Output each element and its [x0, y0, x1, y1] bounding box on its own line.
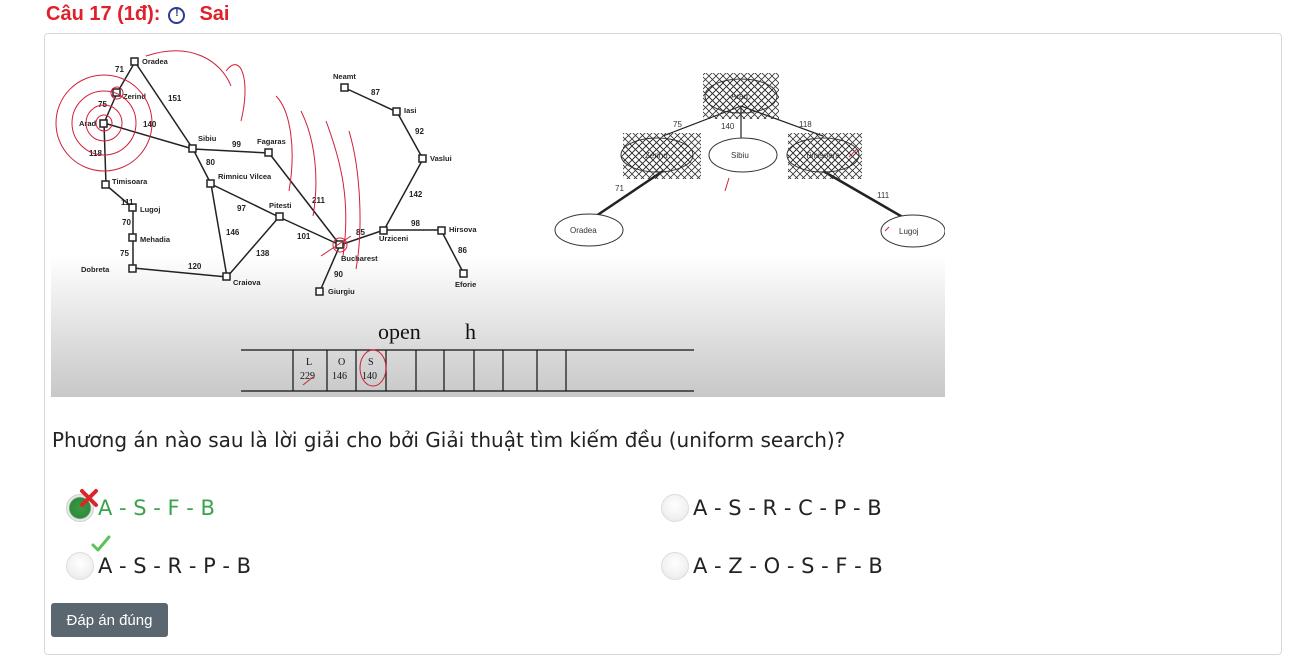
map-edges [103, 61, 465, 292]
open-list-table [241, 349, 694, 392]
tree-edge-label: 118 [799, 120, 812, 129]
map-city-labels: Oradea Zerind Arad Timisoara Lugoj Mehad… [79, 57, 477, 296]
city-label: Eforie [455, 280, 476, 289]
option-a-s-r-p-b[interactable]: A - S - R - P - B [66, 535, 252, 580]
distance-label: 99 [232, 140, 241, 149]
city-label: Rimnicu Vilcea [218, 172, 272, 181]
city-label: Dobreta [81, 265, 110, 274]
tree-node-label: Sibiu [731, 151, 749, 160]
search-tree-nodes [554, 73, 945, 248]
tree-annotations [724, 148, 890, 232]
queue-cost: 146 [332, 371, 347, 382]
city-label: Iasi [404, 106, 417, 115]
distance-label: 211 [312, 196, 325, 205]
distance-label: 87 [371, 88, 380, 97]
radio-button[interactable] [661, 552, 689, 580]
city-label: Vaslui [430, 154, 452, 163]
option-label: A - S - R - P - B [98, 554, 252, 578]
distance-label: 90 [334, 270, 343, 279]
distance-label: 101 [297, 232, 311, 241]
tree-edge-label: 140 [721, 122, 735, 131]
city-label: Zerind [123, 92, 146, 101]
tree-node-label: Arad [731, 92, 748, 101]
city-label: Urziceni [379, 234, 408, 243]
open-list: open h [378, 319, 476, 344]
tree-node-label: Zerind [645, 151, 668, 160]
open-label: open [378, 319, 421, 344]
check-mark-icon [91, 535, 111, 552]
distance-label: 86 [458, 246, 467, 255]
queue-cost: 229 [300, 371, 315, 382]
distance-label: 92 [415, 127, 424, 136]
option-label: A - S - R - C - P - B [693, 496, 882, 520]
distance-label: 80 [206, 158, 215, 167]
distance-label: 98 [411, 219, 420, 228]
option-label: A - S - F - B [98, 496, 215, 520]
tree-node-label: Timisoara [805, 151, 840, 160]
city-label: Sibiu [198, 134, 217, 143]
distance-label: 151 [168, 94, 182, 103]
map-nodes [99, 57, 468, 296]
distance-label: 111 [121, 198, 134, 207]
radio-button[interactable] [66, 494, 94, 522]
map-annotations [55, 50, 361, 270]
show-answer-button[interactable]: Đáp án đúng [51, 603, 168, 637]
city-label: Giurgiu [328, 287, 355, 296]
info-icon [168, 6, 186, 24]
distance-label: 120 [188, 262, 202, 271]
tree-edge-label: 75 [673, 120, 682, 129]
tree-node-label: Oradea [570, 226, 597, 235]
queue-name: S [368, 357, 374, 368]
city-label: Oradea [142, 57, 169, 66]
open-list-cells: L 229 O 146 S 140 [300, 357, 377, 382]
city-label: Fagaras [257, 137, 286, 146]
distance-label: 142 [409, 190, 423, 199]
city-label: Neamt [333, 72, 356, 81]
distance-label: 97 [237, 204, 246, 213]
option-a-z-o-s-f-b[interactable]: A - Z - O - S - F - B [661, 552, 883, 580]
queue-annotations [302, 349, 387, 387]
distance-label: 146 [226, 228, 240, 237]
radio-button[interactable] [66, 552, 94, 580]
option-label: A - Z - O - S - F - B [693, 554, 883, 578]
option-a-s-r-c-p-b[interactable]: A - S - R - C - P - B [661, 494, 882, 522]
question-number: Câu 17 (1đ): [46, 2, 161, 25]
city-label: Mehadia [140, 235, 171, 244]
distance-label: 138 [256, 249, 270, 258]
city-label: Timisoara [112, 177, 148, 186]
queue-cost: 140 [362, 371, 377, 382]
queue-name: O [338, 357, 345, 368]
city-label: Hirsova [449, 225, 477, 234]
city-label: Arad [79, 119, 97, 128]
h-label: h [465, 319, 476, 344]
question-prompt: Phương án nào sau là lời giải cho bởi Gi… [52, 428, 846, 452]
city-label: Bucharest [341, 254, 378, 263]
distance-label: 71 [115, 65, 124, 74]
option-a-s-f-b[interactable]: A - S - F - B [66, 489, 215, 522]
romania-map-figure: Oradea Zerind Arad Timisoara Lugoj Mehad… [55, 50, 945, 392]
search-tree-labels: Arad Zerind Sibiu Timisoara Oradea Lugoj… [570, 92, 919, 236]
distance-label: 70 [122, 218, 131, 227]
question-status: Sai [199, 2, 230, 25]
wrong-mark-icon [80, 489, 98, 507]
tree-edge-label: 71 [615, 184, 624, 193]
tree-node-label: Lugoj [899, 227, 919, 236]
tree-edge-label: 111 [877, 191, 890, 200]
radio-button[interactable] [661, 494, 689, 522]
distance-label: 140 [143, 120, 157, 129]
question-header: Câu 17 (1đ): Sai [46, 2, 230, 26]
city-label: Pitesti [269, 201, 292, 210]
question-figure: Oradea Zerind Arad Timisoara Lugoj Mehad… [51, 41, 945, 397]
city-label: Craiova [233, 278, 261, 287]
distance-label: 75 [98, 100, 107, 109]
city-label: Lugoj [140, 205, 160, 214]
distance-label: 85 [356, 228, 365, 237]
queue-name: L [306, 357, 312, 368]
distance-label: 75 [120, 249, 129, 258]
